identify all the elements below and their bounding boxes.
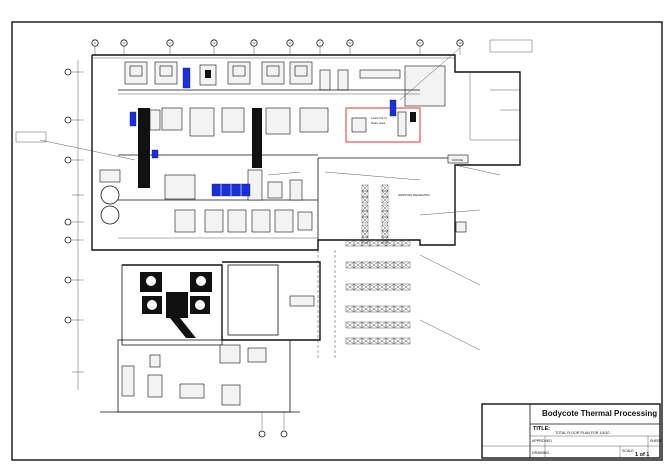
- load-out-label-2: Store Area: [371, 121, 386, 125]
- load-out-label-1: Load Out of: [371, 116, 387, 120]
- column-grid: 1 2 3 4 5 6 7 8 9 10: [91, 39, 464, 55]
- round-tanks: [99, 169, 121, 225]
- title-block-sheet-label: SHEET: [650, 439, 663, 443]
- grid-bubble-label: 8: [349, 41, 351, 45]
- grid-bubble-label: 9: [419, 41, 421, 45]
- title-block-title-label: TITLE:: [533, 426, 550, 432]
- title-block-scale: SCALE: [622, 449, 634, 453]
- title-block-sheet-value: 1 of 1: [635, 452, 649, 458]
- rack-bay: [381, 196, 389, 204]
- storage-racks: [345, 184, 411, 345]
- title-block: Bodycote Thermal Processing TITLE: TOTAL…: [481, 403, 663, 459]
- grid-bubble-label: 10: [458, 41, 462, 45]
- grid-bubble-label: 1: [94, 41, 96, 45]
- bottom-grid: [258, 250, 336, 438]
- rack-bay: [401, 321, 411, 329]
- rack-bay: [401, 261, 411, 269]
- rack-bay: [401, 337, 411, 345]
- title-block-title-line: TOTAL FLOOR PLAN FOR 1/4/10: [555, 431, 609, 435]
- rack-bay: [401, 283, 411, 291]
- drawing-border: [11, 21, 663, 461]
- title-block-company: Bodycote Thermal Processing: [542, 409, 657, 418]
- title-block-drawing: DRAWING: [532, 451, 549, 455]
- title-block-approved: APPROVED: [532, 439, 552, 443]
- rack-bay: [401, 305, 411, 313]
- grid-bubble-label: 5: [253, 41, 255, 45]
- grid-bubble-label: 4: [213, 41, 215, 45]
- rack-bay: [401, 239, 411, 247]
- load-out-area-box: [345, 107, 421, 143]
- furnace-row-lower: [118, 107, 329, 201]
- callout-leaders: [15, 39, 533, 351]
- blue-equipment: [129, 67, 397, 197]
- rack-bay: [381, 216, 389, 224]
- grid-bubble-label: 2: [123, 41, 125, 45]
- grid-bubble-label: 7: [319, 41, 321, 45]
- rack-bay: [361, 216, 369, 224]
- furnace-row-upper: [118, 61, 446, 107]
- grid-bubble-label: 3: [169, 41, 171, 45]
- south-building: [100, 261, 321, 413]
- shipping-label: SHIPPING RECEIVING: [398, 193, 430, 197]
- grid-bubble-label: 6: [289, 41, 291, 45]
- rack-bay: [361, 196, 369, 204]
- office-label: OFFICE: [452, 158, 463, 162]
- quench-row: [118, 209, 318, 239]
- left-dimensions: [64, 60, 84, 390]
